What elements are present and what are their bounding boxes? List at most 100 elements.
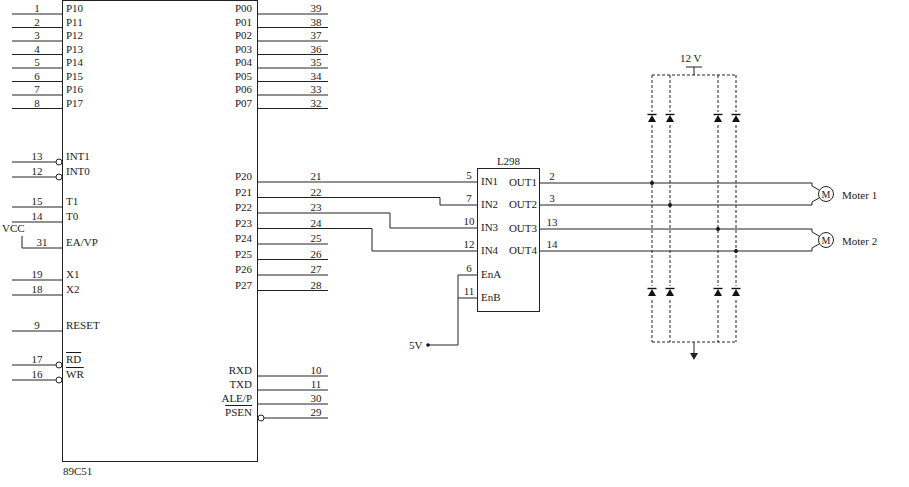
pin-name: P23	[235, 217, 252, 230]
junction-dots	[426, 181, 738, 347]
pin-name: P20	[235, 170, 252, 183]
motor-driver-ic: L298	[477, 168, 540, 312]
pin-number: 6	[466, 262, 472, 275]
signal-wire	[540, 198, 819, 205]
pin-name: P16	[66, 83, 83, 96]
motor-name: Moter 1	[842, 189, 877, 202]
pin-number: 10	[464, 215, 475, 228]
pin-number: 19	[32, 268, 43, 281]
motor-letter: M	[822, 189, 831, 200]
pin-number: 15	[32, 195, 43, 208]
pin-number: 7	[34, 83, 40, 96]
pin-number: 33	[311, 83, 322, 96]
pin-number: 2	[34, 16, 40, 29]
pin-name: P15	[66, 70, 83, 83]
pin-name: OUT3	[509, 222, 537, 235]
pin-number: 32	[311, 97, 322, 110]
pin-number: 14	[547, 238, 558, 251]
pin-name: EA/VP	[66, 236, 98, 249]
pin-number: 17	[32, 353, 43, 366]
pin-name: RXD	[229, 364, 252, 377]
pin-number: 2	[549, 170, 555, 183]
pin-name: P25	[235, 248, 252, 261]
pin-name: WR	[66, 368, 84, 381]
pin-number: 5	[466, 169, 472, 182]
pin-name: PSEN	[225, 406, 252, 419]
pin-name: P06	[235, 83, 252, 96]
pin-name: T1	[66, 195, 78, 208]
pin-number: 18	[32, 283, 43, 296]
signal-wire	[540, 183, 819, 190]
pin-number: 5	[34, 56, 40, 69]
ground-arrow	[690, 353, 698, 360]
motor-symbol: MMoter 1	[818, 186, 834, 202]
pin-number: 7	[466, 192, 472, 205]
pin-name: P00	[235, 2, 252, 15]
pin-number: 11	[311, 378, 322, 391]
pin-name: IN4	[481, 244, 498, 257]
pin-number: 21	[311, 170, 322, 183]
pin-number: 3	[34, 29, 40, 42]
pin-name: P07	[235, 97, 252, 110]
pin-number: 31	[37, 236, 48, 249]
pin-number: 23	[311, 201, 322, 214]
chip-name: 89C51	[63, 465, 92, 478]
pin-name: OUT4	[509, 244, 537, 257]
pin-number: 29	[311, 406, 322, 419]
static-wires	[22, 67, 736, 354]
pin-number: 3	[549, 192, 555, 205]
pin-number: 16	[32, 368, 43, 381]
signal-wire	[258, 182, 477, 183]
pin-name: IN3	[481, 221, 498, 234]
pin-number: 34	[311, 70, 322, 83]
pin-number: 30	[311, 392, 322, 405]
pin-name: P10	[66, 2, 83, 15]
pin-name: INT0	[66, 165, 90, 178]
supply-label: 12 V	[680, 52, 702, 65]
pin-name: P12	[66, 29, 83, 42]
pin-name: P03	[235, 43, 252, 56]
signal-wire	[258, 213, 477, 228]
pin-number: 35	[311, 56, 322, 69]
pin-name: TXD	[229, 378, 252, 391]
pin-name: EnA	[481, 268, 501, 281]
pin-number: 38	[311, 16, 322, 29]
pin-name: X1	[66, 268, 79, 281]
pin-number: 22	[311, 186, 322, 199]
pin-name: P05	[235, 70, 252, 83]
pin-name: OUT1	[509, 176, 537, 189]
pin-number: 12	[32, 165, 43, 178]
pin-name: P04	[235, 56, 252, 69]
pin-name: T0	[66, 210, 78, 223]
pin-number: 26	[311, 248, 322, 261]
motor-letter: M	[822, 235, 831, 246]
pin-name: P26	[235, 263, 252, 276]
pin-number: 36	[311, 43, 322, 56]
pin-name: INT1	[66, 150, 90, 163]
supply-label: VCC	[2, 222, 25, 235]
pin-name: EnB	[481, 291, 501, 304]
pin-number: 39	[311, 2, 322, 15]
pin-name: X2	[66, 283, 79, 296]
pin-name: IN2	[481, 198, 498, 211]
pin-number: 1	[34, 2, 40, 15]
supply-label: 5V	[409, 339, 422, 352]
pin-number: 13	[547, 216, 558, 229]
pin-name: OUT2	[509, 198, 537, 211]
pin-number: 12	[464, 238, 475, 251]
pin-name: P02	[235, 29, 252, 42]
signal-wire	[540, 244, 819, 251]
motor-symbol: MMoter 2	[818, 232, 834, 248]
inverter-bubbles	[56, 159, 264, 421]
pin-number: 24	[311, 217, 322, 230]
signal-wire	[540, 229, 819, 236]
pin-name: RESET	[66, 319, 100, 332]
pin-number: 27	[311, 263, 322, 276]
signal-wire	[258, 229, 477, 252]
pin-number: 9	[34, 319, 40, 332]
pin-name: P01	[235, 16, 252, 29]
pin-name: RD	[66, 353, 81, 366]
